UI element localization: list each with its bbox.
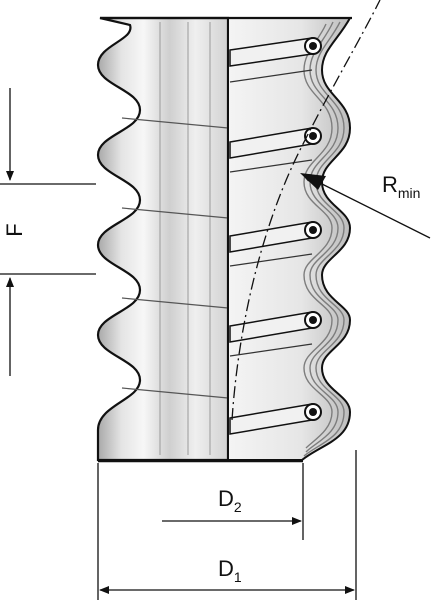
wire-section-1 [304,37,322,55]
pitch-dimension [0,88,96,376]
d2-label: D2 [218,486,242,515]
d1-label: D1 [218,556,242,585]
d2-dimension [162,463,304,540]
wire-cross-sections [304,37,322,421]
hose-left-shading [159,22,211,455]
wire-section-4 [304,311,322,329]
rmin-leader-line [301,173,431,239]
rmin-arrowhead [300,173,326,190]
section-wall-layers [303,21,345,457]
helix-lines-left [121,117,229,399]
rmin-label: Rmin [382,172,420,201]
min-bend-radius-arc [231,0,381,421]
hose-left-body [96,16,230,462]
wire-section-5 [304,403,322,421]
wire-section-3 [304,221,322,239]
pitch-label: F [2,223,27,236]
d1-dimension [97,450,357,600]
helix-wire-rods [229,37,313,435]
wire-section-2 [304,127,322,145]
